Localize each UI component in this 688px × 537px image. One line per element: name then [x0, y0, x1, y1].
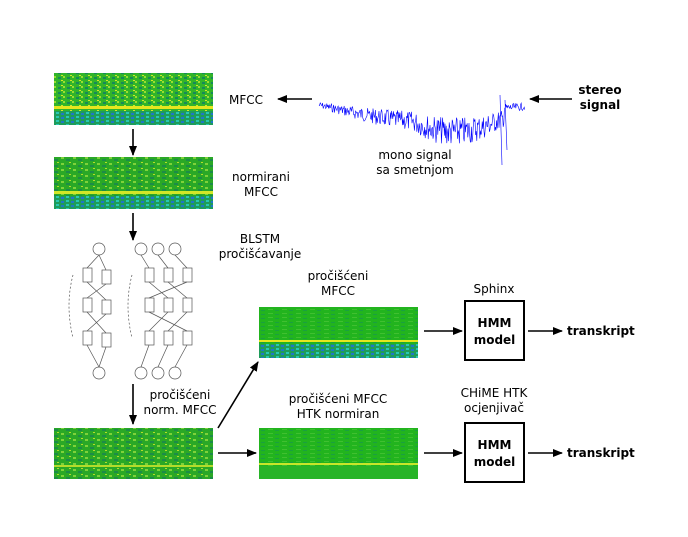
normalized-mfcc-spectrogram	[54, 157, 213, 209]
mfcc-label: MFCC	[229, 93, 263, 107]
hmm-bottom-line2: model	[474, 455, 516, 469]
hmm-model-box-top: HMM model	[464, 300, 525, 361]
mono-waveform	[318, 94, 526, 166]
normalized-label-2: MFCC	[244, 185, 278, 199]
hmm-top-line1: HMM	[478, 316, 512, 330]
clean-mfcc-label-1: pročišćeni	[308, 269, 369, 283]
clean-norm-label-1: pročišćeni	[150, 388, 211, 402]
hmm-top-line2: model	[474, 333, 516, 347]
chime-label-1: CHiME HTK	[461, 386, 529, 400]
transcript-bottom: transkript	[567, 446, 635, 460]
blstm-network-icon	[68, 242, 193, 380]
hmm-model-box-bottom: HMM model	[464, 422, 525, 483]
htk-label-1: pročišćeni MFCC	[289, 392, 388, 406]
transcript-top: transkript	[567, 324, 635, 338]
clean-norm-label-2: norm. MFCC	[143, 403, 216, 417]
arrow-clean-to-mfcc	[217, 361, 259, 429]
mfcc-spectrogram	[54, 73, 213, 125]
htk-label-2: HTK normiran	[297, 407, 380, 421]
chime-label-2: ocjenjivač	[464, 401, 524, 415]
waveform-trace	[318, 94, 526, 166]
blstm-label-2: pročišćavanje	[219, 247, 302, 261]
clean-mfcc-spectrogram	[259, 307, 418, 358]
htk-normalized-spectrogram	[259, 428, 418, 479]
stereo-signal-label-1: stereo	[578, 83, 621, 97]
hmm-bottom-line1: HMM	[478, 438, 512, 452]
blstm-label-1: BLSTM	[240, 232, 280, 246]
mono-signal-label-2: sa smetnjom	[376, 163, 453, 177]
clean-mfcc-label-2: MFCC	[321, 284, 355, 298]
clean-norm-mfcc-spectrogram	[54, 428, 213, 479]
stereo-signal-label-2: signal	[580, 98, 621, 112]
mono-signal-label-1: mono signal	[378, 148, 451, 162]
sphinx-label: Sphinx	[474, 282, 515, 296]
normalized-label-1: normirani	[232, 170, 290, 184]
